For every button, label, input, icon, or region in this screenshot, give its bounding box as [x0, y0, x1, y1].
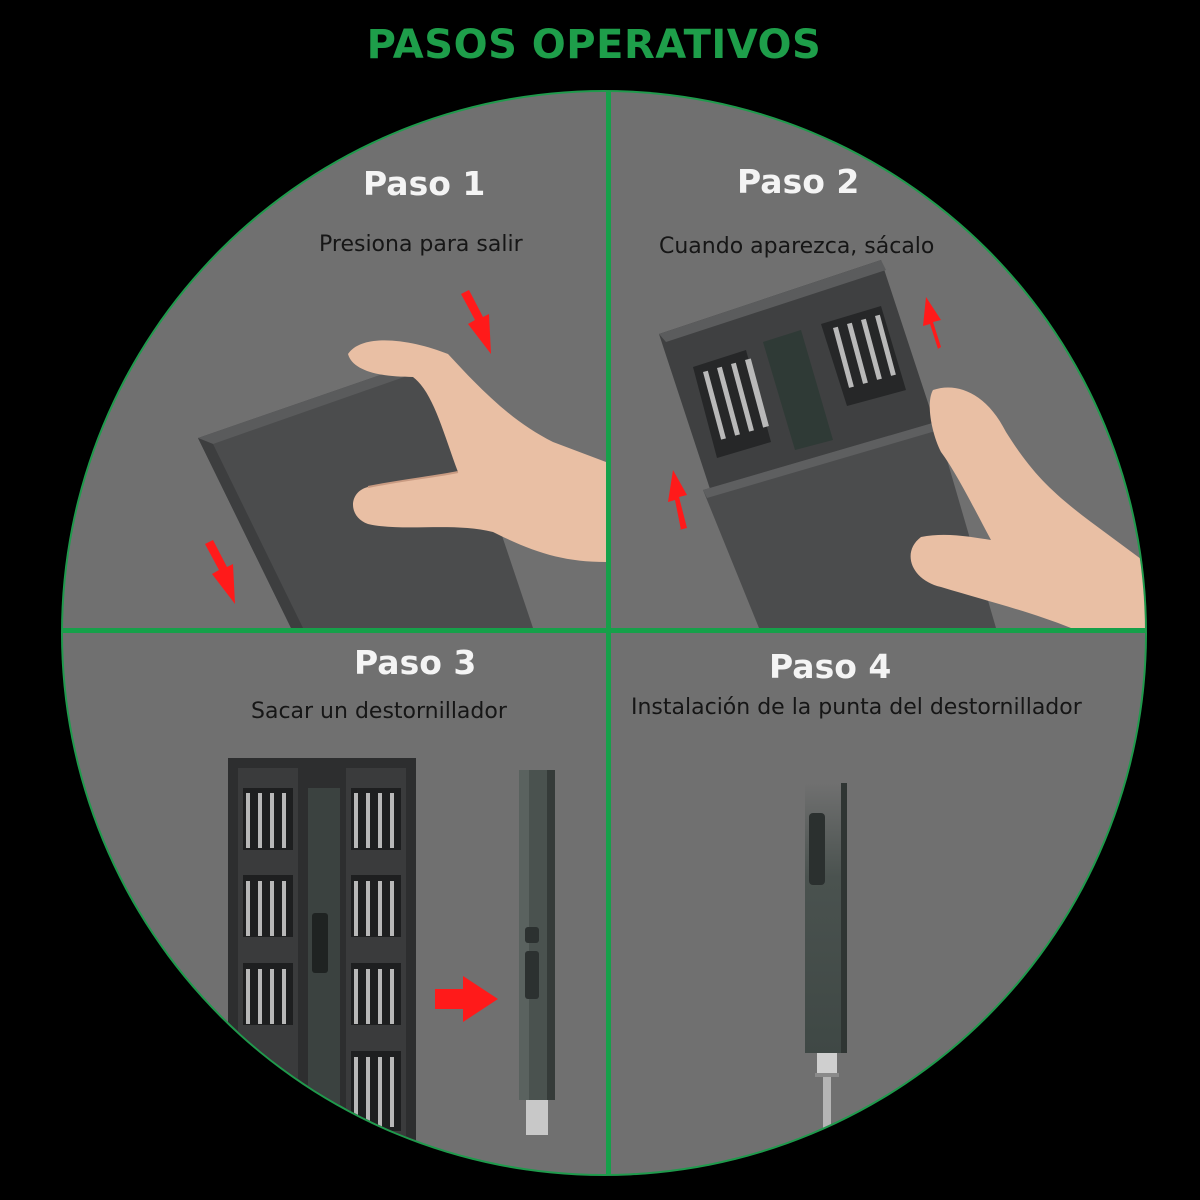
step-4-subtitle: Instalación de la punta del destornillad… [631, 695, 1082, 720]
open-case-and-screwdriver-illustration [228, 758, 555, 1174]
step-2-title: Paso 2 [737, 162, 860, 201]
arrow-up-icon [668, 470, 687, 530]
step-2-panel: Paso 2 Cuando aparezca, sácalo [611, 92, 1145, 628]
step-1-subtitle: Presiona para salir [319, 232, 523, 257]
step-3-title: Paso 3 [354, 643, 477, 682]
arrow-down-right-icon [205, 540, 235, 604]
case-sliding-open-illustration [659, 260, 1145, 628]
arrow-down-right-icon [461, 290, 491, 354]
vertical-divider [606, 92, 611, 1174]
hand-pressing-case-illustration [198, 290, 606, 628]
step-1-title: Paso 1 [363, 164, 486, 203]
step-3-subtitle: Sacar un destornillador [251, 699, 507, 724]
step-2-subtitle: Cuando aparezca, sácalo [659, 234, 935, 259]
arrow-up-icon [923, 297, 941, 350]
step-4-panel: Paso 4 Instalación de la punta del desto… [611, 633, 1145, 1174]
horizontal-divider [63, 628, 1145, 633]
steps-circle: Paso 1 Presiona para salir [63, 92, 1145, 1174]
screwdriver-with-bit-illustration [805, 783, 847, 1174]
step-4-title: Paso 4 [769, 647, 892, 686]
step-3-panel: Paso 3 Sacar un destornillador [63, 633, 606, 1174]
step-1-panel: Paso 1 Presiona para salir [63, 92, 606, 628]
page-title: PASOS OPERATIVOS [366, 22, 822, 68]
arrow-right-icon [435, 976, 498, 1022]
